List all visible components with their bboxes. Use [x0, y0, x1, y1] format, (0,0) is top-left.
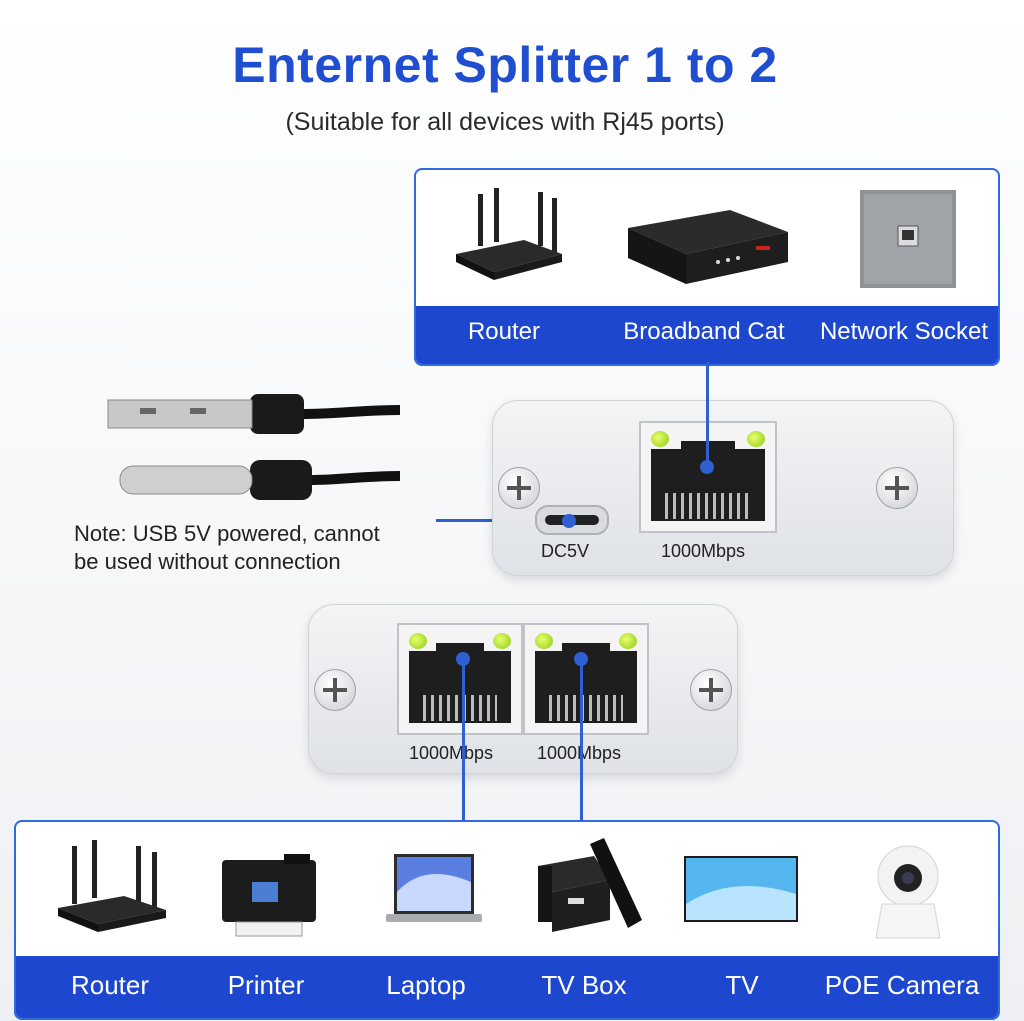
connector-dot	[700, 460, 714, 474]
output-connector-line-2	[580, 659, 583, 821]
router-icon	[456, 188, 562, 280]
link-led-icon	[409, 633, 427, 649]
router-icon	[58, 840, 166, 932]
screw-icon	[690, 669, 732, 711]
link-led-icon	[535, 633, 553, 649]
page-subtitle: (Suitable for all devices with Rj45 port…	[285, 108, 725, 136]
power-label: DC5V	[541, 541, 590, 561]
input-port-speed: 1000Mbps	[661, 541, 746, 561]
screw-icon	[498, 467, 540, 509]
device-label-printer: Printer	[227, 970, 305, 1000]
device-label-bar: Router Printer Laptop TV Box TV POE Came…	[16, 956, 998, 1018]
source-connector-line	[706, 362, 709, 466]
device-label-poe-camera: POE Camera	[824, 970, 980, 1000]
device-label-tv-box: TV Box	[541, 970, 627, 1000]
link-led-icon	[651, 431, 669, 447]
input-module: DC5V 1000Mbps	[492, 400, 954, 576]
source-label-router: Router	[467, 318, 541, 345]
tv-box-icon	[538, 838, 642, 932]
activity-led-icon	[747, 431, 765, 447]
page-title: Enternet Splitter 1 to 2	[232, 37, 778, 93]
source-devices-panel: Router Broadband Cat Network Socket	[414, 168, 1000, 366]
device-label-router: Router	[70, 970, 150, 1000]
laptop-icon	[386, 854, 482, 922]
usb-power-note: Note: USB 5V powered, cannot be used wit…	[74, 520, 380, 576]
device-label-laptop: Laptop	[386, 970, 466, 1000]
usb-cable-icon	[107, 394, 400, 500]
tv-icon	[684, 856, 798, 922]
rj45-output-port-1[interactable]	[397, 623, 523, 735]
broadband-modem-icon	[628, 210, 788, 284]
screw-icon	[314, 669, 356, 711]
output-port-1-speed: 1000Mbps	[409, 743, 494, 763]
note-line-2: be used without connection	[74, 549, 341, 574]
output-connector-line-1	[462, 659, 465, 821]
source-label-bar: Router Broadband Cat Network Socket	[416, 306, 998, 364]
source-label-socket: Network Socket	[819, 318, 989, 345]
poe-camera-icon	[875, 845, 941, 939]
rj45-output-port-2[interactable]	[523, 623, 649, 735]
output-port-2-speed: 1000Mbps	[537, 743, 621, 764]
source-label-broadband: Broadband Cat	[623, 318, 785, 345]
activity-led-icon	[619, 633, 637, 649]
screw-icon	[876, 467, 918, 509]
activity-led-icon	[493, 633, 511, 649]
device-label-tv: TV	[725, 970, 759, 1000]
output-module: 1000Mbps 1000Mbps	[308, 604, 738, 774]
printer-icon	[222, 854, 316, 937]
connector-dot	[562, 514, 576, 528]
target-devices-panel: Router Printer Laptop TV Box TV POE Came…	[14, 820, 1000, 1020]
note-line-1: Note: USB 5V powered, cannot	[74, 521, 380, 546]
network-socket-icon	[860, 190, 956, 288]
